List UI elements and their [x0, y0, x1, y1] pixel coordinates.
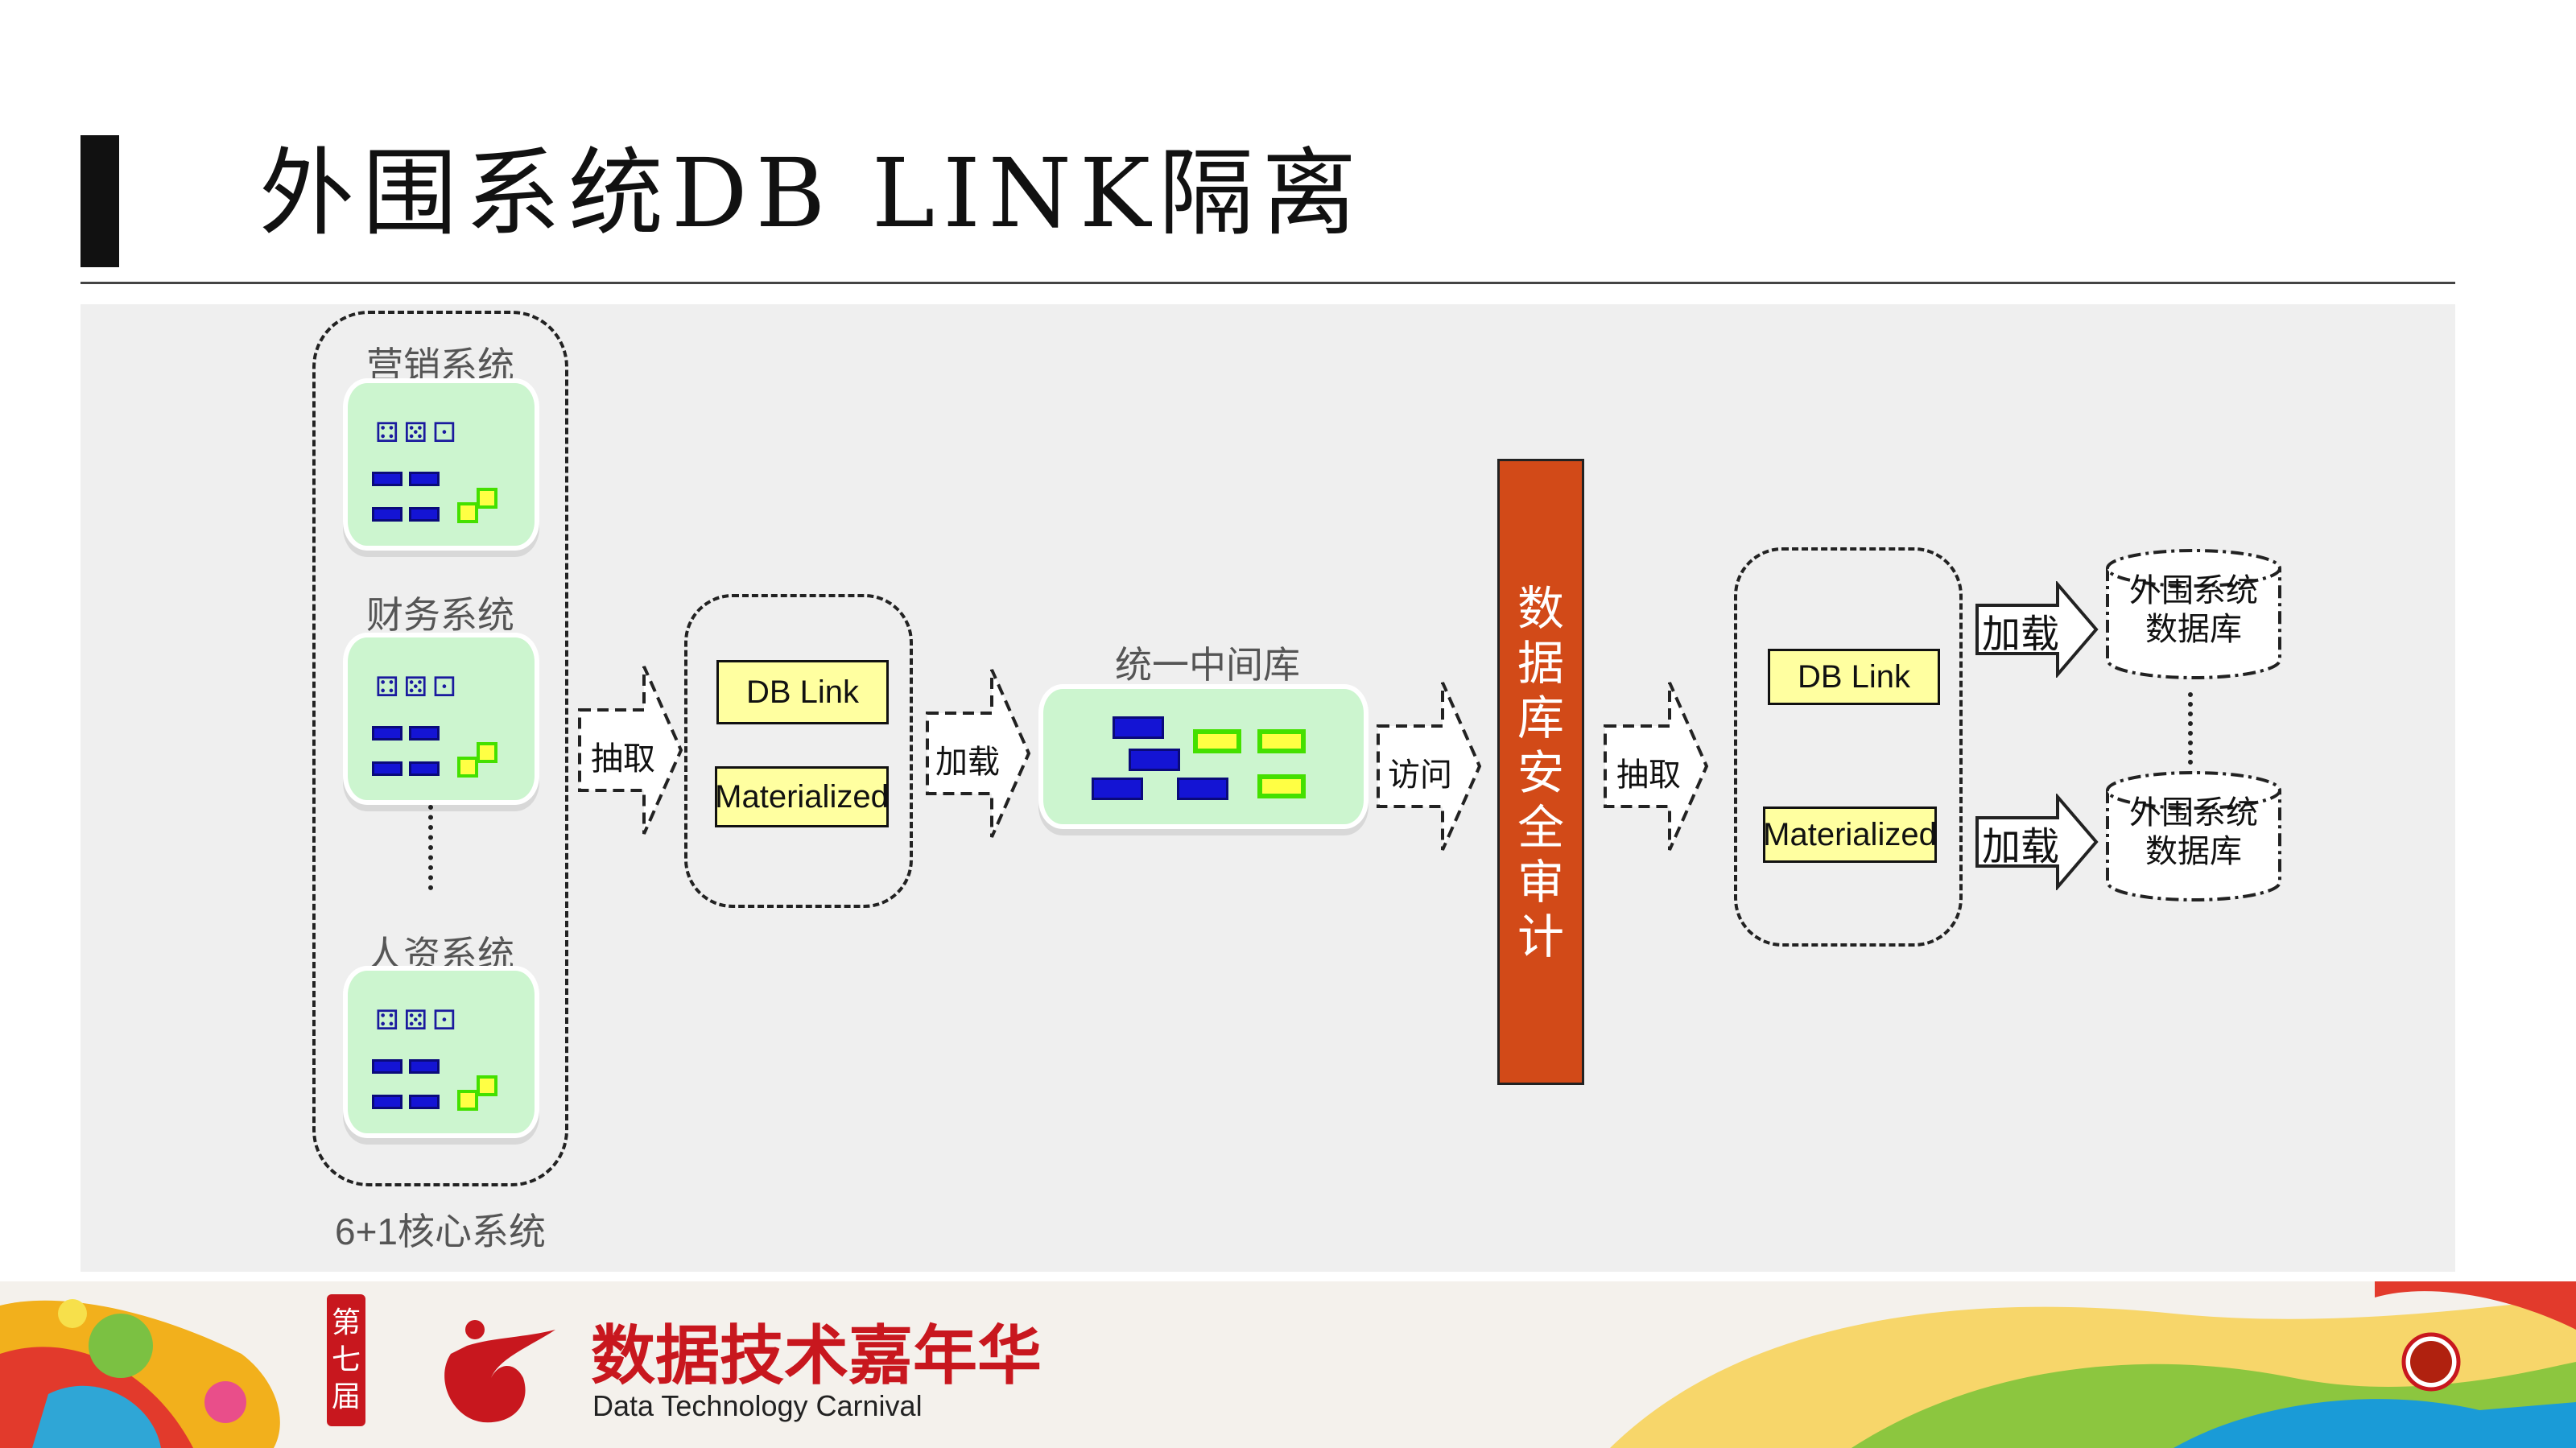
load-arrow-target-2 [1975, 794, 2099, 890]
dblink-group-1 [684, 594, 913, 908]
load-arrow-target-1 [1975, 581, 2099, 678]
event-footer-banner: 第七届 数据技术嘉年华 Data Technology Carnival [0, 1281, 2576, 1448]
footer-decoration [0, 1281, 2576, 1448]
db-link-box-1: DB Link [716, 660, 889, 724]
db-link-box-2: DB Link [1768, 649, 1940, 705]
load-arrow-1 [926, 669, 1031, 838]
edition-badge: 第七届 [327, 1294, 365, 1426]
target-ellipsis-dots [2188, 692, 2193, 765]
event-name: 数据技术嘉年华 [591, 1320, 1042, 1392]
access-arrow [1377, 682, 1482, 851]
load-label-target-2: 加载 [1982, 826, 2060, 868]
schema-icon: ⚃⚄⚀ [375, 672, 461, 703]
audit-bar-text: 数据库安全审计 [1517, 583, 1564, 963]
peripheral-db-label-1: 外围系统数据库 [2129, 573, 2258, 647]
extract-label-1: 抽取 [591, 741, 655, 777]
system-db-finance: ⚃⚄⚀ [343, 633, 539, 805]
peripheral-db-1 [2106, 549, 2281, 679]
system-db-hr: ⚃⚄⚀ [343, 966, 539, 1138]
core-systems-group [312, 311, 568, 1186]
access-label: 访问 [1388, 757, 1452, 793]
extract-arrow-2 [1604, 682, 1709, 851]
peripheral-db-label-2: 外围系统数据库 [2129, 795, 2258, 869]
title-divider [80, 282, 2455, 284]
middle-db-label: 统一中间库 [1115, 644, 1300, 686]
materialized-box-1: Materialized [715, 766, 889, 827]
db-security-audit-bar: 数据库安全审计 [1497, 459, 1584, 1085]
unified-middle-db [1038, 684, 1368, 829]
extract-arrow-1 [578, 666, 683, 835]
materialized-box-2: Materialized [1763, 807, 1937, 863]
system-label-finance: 财务系统 [366, 594, 514, 636]
load-label-1: 加载 [935, 745, 1000, 780]
peripheral-db-2 [2106, 771, 2281, 901]
ellipsis-dots [428, 805, 433, 890]
core-systems-label: 6+1核心系统 [334, 1211, 547, 1252]
schema-icon: ⚃⚄⚀ [375, 418, 461, 448]
schema-icon: ⚃⚄⚀ [375, 1005, 461, 1036]
title-marker-bar [80, 135, 119, 267]
slide-title: 外围系统DB LINK隔离 [259, 138, 1365, 249]
extract-label-2: 抽取 [1616, 757, 1681, 793]
system-db-marketing: ⚃⚄⚀ [343, 378, 539, 551]
load-label-target-1: 加载 [1982, 613, 2060, 656]
dblink-group-2 [1734, 547, 1963, 947]
edition-badge-text: 第七届 [331, 1306, 361, 1413]
event-name-en: Data Technology Carnival [592, 1389, 923, 1422]
